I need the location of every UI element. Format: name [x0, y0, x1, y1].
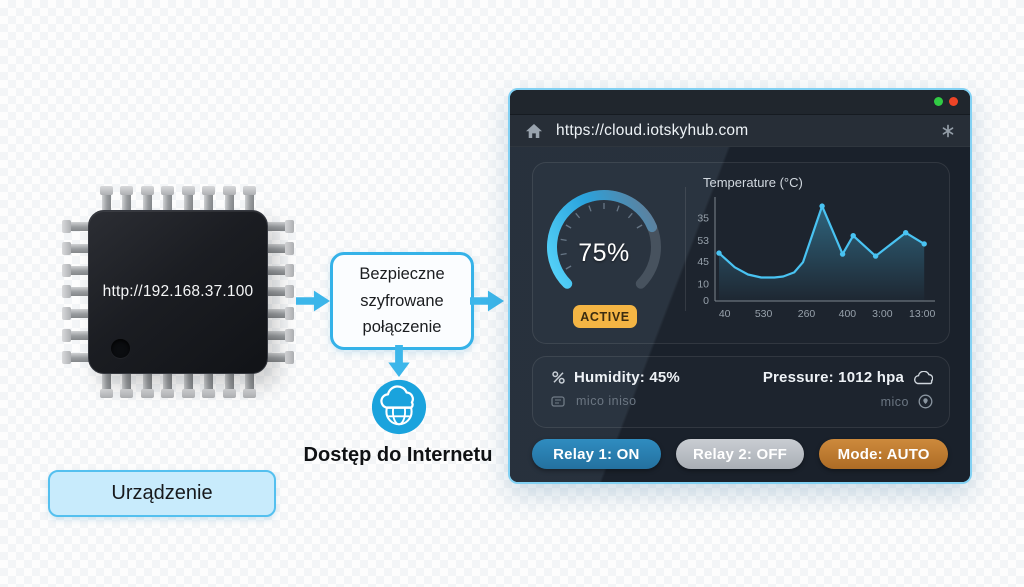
svg-text:3:00: 3:00: [872, 308, 893, 320]
chip-pins-left: [62, 220, 90, 364]
svg-text:40: 40: [719, 308, 731, 320]
svg-text:35: 35: [697, 212, 709, 224]
device-label: Urządzenie: [48, 470, 276, 517]
chart-area: Temperature (°C) 35 53 45 10 0 40 530 260 400 3:0…: [691, 163, 941, 341]
chip-pin: [62, 220, 90, 233]
chip-pin: [202, 370, 216, 398]
temperature-chart: 35 53 45 10 0 40 530 260 400 3:00 13:00: [697, 197, 935, 320]
chip-pin: [100, 186, 113, 214]
chip-pin: [222, 370, 236, 398]
gauge: [547, 190, 661, 289]
chip-pin1-dot: [111, 339, 130, 358]
svg-text:0: 0: [703, 295, 709, 307]
pressure-subtext: mico: [880, 394, 909, 409]
chip-pin: [266, 263, 294, 277]
chip-pins-right: [266, 220, 294, 364]
chip-pin: [62, 329, 90, 343]
location-pin-icon: [918, 394, 933, 409]
chip-pin: [266, 220, 294, 233]
window-control-green[interactable]: [934, 97, 943, 106]
gauge-value: 75%: [578, 239, 630, 267]
home-icon[interactable]: [525, 123, 543, 139]
chip-pin: [181, 370, 195, 398]
svg-text:260: 260: [798, 308, 816, 320]
memory-card-icon: [551, 395, 565, 407]
asterisk-icon[interactable]: [941, 123, 955, 139]
chip-pin: [222, 186, 236, 214]
chip-pins-bottom: [100, 370, 256, 398]
chip-pin: [266, 307, 294, 321]
chip-pin: [161, 186, 175, 214]
svg-text:45: 45: [697, 256, 709, 268]
chip-pins-top: [100, 186, 256, 214]
chip-pin: [266, 350, 294, 364]
relay2-button[interactable]: Relay 2: OFF: [675, 439, 805, 469]
window-control-red[interactable]: [949, 97, 958, 106]
device-chip: http://192.168.37.100: [62, 186, 294, 398]
chip-pin: [242, 186, 256, 214]
telemetry-card: 75% ACTIVE Temperature (°C) 35 53 45 10 0 40 5…: [532, 162, 950, 344]
arrow-down-icon: [388, 345, 410, 378]
card-divider: [685, 187, 686, 311]
cloud-icon: [914, 370, 933, 384]
humidity-value: Humidity: 45%: [574, 369, 680, 386]
humidity-subtext: mico iniso: [576, 394, 637, 408]
chip-pin: [181, 186, 195, 214]
svg-text:13:00: 13:00: [909, 308, 935, 320]
chip-pin: [266, 285, 294, 299]
secure-connection-box: Bezpieczne szyfrowane połączenie: [330, 252, 474, 350]
chip-pin: [140, 186, 154, 214]
chip-pin: [120, 370, 134, 398]
url-text: https://cloud.iotskyhub.com: [556, 121, 749, 139]
chip-pin: [266, 329, 294, 343]
chip-pin: [62, 263, 90, 277]
browser-address-bar[interactable]: https://cloud.iotskyhub.com: [510, 115, 970, 147]
secure-box-line: Bezpieczne: [359, 265, 445, 284]
secure-box-line: połączenie: [362, 318, 442, 337]
svg-text:400: 400: [839, 308, 857, 320]
chip-pin: [100, 370, 113, 398]
cloud-globe-icon: [371, 379, 427, 435]
window-titlebar: [510, 90, 970, 115]
svg-text:530: 530: [755, 308, 773, 320]
status-badge: ACTIVE: [573, 305, 637, 328]
chip-pin: [62, 285, 90, 299]
svg-text:53: 53: [697, 235, 709, 247]
chip-pin: [120, 186, 134, 214]
chip-pin: [62, 350, 90, 364]
secure-box-line: szyfrowane: [360, 291, 444, 310]
svg-text:10: 10: [697, 279, 709, 291]
chip-pin: [266, 241, 294, 255]
relay-button-row: Relay 1: ON Relay 2: OFF Mode: AUTO: [532, 439, 949, 469]
chart-title: Temperature (°C): [703, 175, 803, 190]
chip-pin: [202, 186, 216, 214]
chip-pin: [140, 370, 154, 398]
chip-pin: [62, 241, 90, 255]
chip-body: http://192.168.37.100: [88, 210, 268, 374]
internet-access-label: Dostęp do Internetu: [303, 444, 493, 466]
chip-pin: [62, 307, 90, 321]
arrow-right-icon: [296, 290, 330, 312]
chip-pin: [242, 370, 256, 398]
device-ip-url: http://192.168.37.100: [102, 283, 254, 300]
percent-icon: [552, 371, 565, 384]
browser-window: https://cloud.iotskyhub.com 75% ACTIVE T…: [508, 88, 972, 484]
dashboard: 75% ACTIVE Temperature (°C) 35 53 45 10 0 40 5…: [510, 147, 970, 482]
relay1-button[interactable]: Relay 1: ON: [532, 439, 661, 469]
mode-button[interactable]: Mode: AUTO: [819, 439, 949, 469]
sensor-card: Humidity: 45% mico iniso Pressure: 1012 …: [532, 356, 950, 428]
chip-pin: [161, 370, 175, 398]
arrow-right-icon: [470, 290, 504, 312]
pressure-value: Pressure: 1012 hpa: [762, 369, 904, 386]
